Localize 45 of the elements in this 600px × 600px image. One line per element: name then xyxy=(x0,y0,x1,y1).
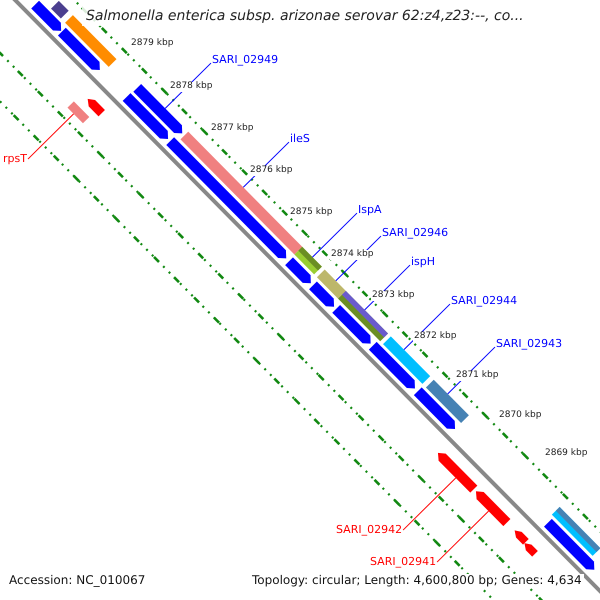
gene-label: SARI_02946 xyxy=(382,227,448,240)
position-label: 2879 kbp xyxy=(130,39,174,49)
position-label: 2876 kbp xyxy=(249,166,294,176)
gene-label: ileS xyxy=(290,133,310,146)
position-label: 2870 kbp xyxy=(498,411,542,421)
gene-block xyxy=(426,380,469,423)
position-label: 2878 kbp xyxy=(169,82,214,92)
gene-block xyxy=(332,304,371,344)
position-label: 2869 kbp xyxy=(544,449,588,459)
gene-block xyxy=(51,0,69,19)
gene-block xyxy=(544,518,594,570)
gene-block xyxy=(309,282,334,307)
gene-block xyxy=(514,530,529,545)
position-label: 2875 kbp xyxy=(289,208,334,218)
leader-line xyxy=(402,477,456,531)
gene-label: SARI_02941 xyxy=(370,556,436,568)
position-label: 2871 kbp xyxy=(455,371,500,381)
gene-label: SARI_02942 xyxy=(336,524,402,536)
gene-label: SARI_02949 xyxy=(212,54,278,66)
gene-label: ispH xyxy=(411,256,436,268)
gene-label: IspA xyxy=(358,204,382,216)
position-label: 2877 kbp xyxy=(210,124,254,134)
leader-line xyxy=(27,113,74,160)
gene-block xyxy=(58,28,100,70)
leader-line xyxy=(312,212,358,258)
gene-block xyxy=(88,98,105,116)
accession-text: Accession: NC_010067 xyxy=(9,574,146,588)
gene-block xyxy=(368,342,415,388)
gene-block xyxy=(31,0,62,31)
gene-label: SARI_02943 xyxy=(496,338,562,350)
leader-line xyxy=(436,510,490,563)
gene-block xyxy=(524,543,538,557)
gene-block xyxy=(414,387,456,429)
position-label: 2874 kbp xyxy=(330,250,374,260)
position-label: 2873 kbp xyxy=(371,291,416,301)
gene-label: rpsT xyxy=(3,153,27,166)
gene-block xyxy=(476,491,510,526)
gene-block xyxy=(438,452,478,493)
gene-block xyxy=(67,101,90,124)
gene-label: SARI_02944 xyxy=(451,295,518,308)
gene-block xyxy=(316,270,346,299)
gene-block xyxy=(285,257,311,284)
gene-block xyxy=(122,93,168,139)
position-label: 2872 kbp xyxy=(413,332,458,342)
topology-text: Topology: circular; Length: 4,600,800 bp; Genes: 4,634 xyxy=(250,574,584,588)
